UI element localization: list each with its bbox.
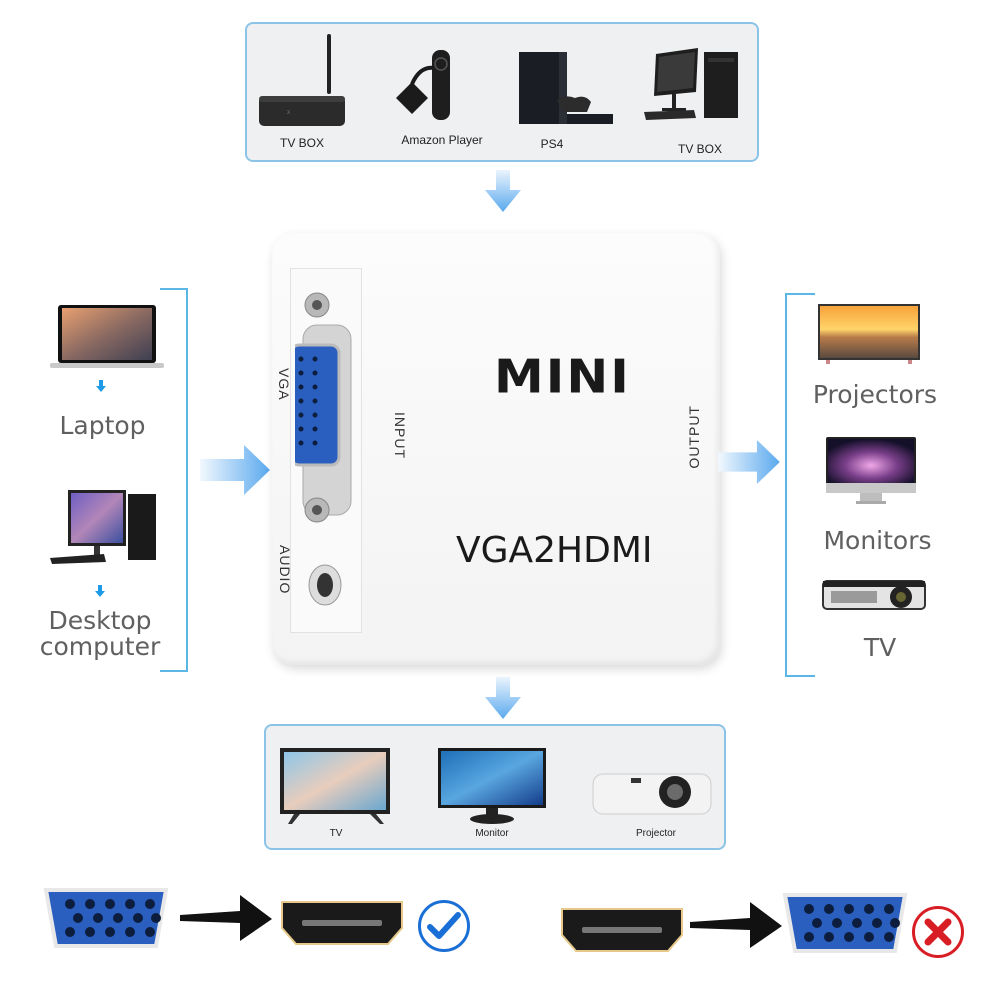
input-label-desktop-line1: Desktop [48, 606, 152, 635]
black-arrow-right-icon [180, 895, 272, 941]
vga-connector-icon [782, 893, 908, 953]
source-label-tv-box-2: TV BOX [677, 142, 722, 156]
outputs-bracket [785, 293, 815, 677]
input-label-desktop: Desktop computer [30, 606, 170, 662]
input-label-laptop: Laptop [59, 411, 146, 440]
source-label-amazon-player: Amazon Player [401, 133, 483, 147]
audio-port-label: AUDIO [277, 545, 293, 595]
tv-icon [280, 748, 390, 824]
arrow-down-icon [485, 677, 521, 719]
displays-panel: TV Monitor Projector [264, 724, 726, 850]
amazon-player-icon [396, 50, 450, 120]
inputs-bracket [160, 288, 188, 672]
desktop-computer-icon [50, 490, 156, 564]
input-port-label: INPUT [392, 412, 408, 459]
output-port-label: OUTPUT [686, 405, 702, 469]
projector-icon [592, 773, 712, 815]
vga-port-icon [295, 292, 352, 523]
model-label: VGA2HDMI [456, 530, 653, 571]
svg-text:X: X [287, 110, 291, 116]
input-label-desktop-line2: computer [39, 632, 161, 662]
source-label-ps4: PS4 [540, 137, 564, 151]
audio-jack-icon [308, 564, 342, 606]
flat-tv-icon [818, 304, 920, 364]
source-label-tv-box: TV BOX [279, 136, 324, 150]
supported-check-icon [418, 900, 470, 952]
hdmi-connector-icon [561, 908, 683, 952]
arrow-right-icon [718, 440, 780, 484]
vga-connector-icon [43, 888, 169, 948]
black-arrow-right-icon [690, 902, 782, 948]
sources-panel: X TV BOX Amazon Player PS4 TV BOX [245, 22, 759, 162]
laptop-icon [50, 305, 164, 368]
small-arrow-down-icon [96, 380, 106, 392]
tv-box-icon: X [259, 34, 345, 126]
display-label-projector: Projector [635, 828, 676, 839]
hdmi-connector-icon [281, 901, 403, 945]
output-label-tv: TV [863, 633, 897, 662]
ps4-icon [519, 52, 613, 124]
output-label-monitors: Monitors [823, 526, 932, 555]
display-label-monitor: Monitor [475, 828, 509, 839]
monitor-icon [438, 748, 546, 824]
output-label-projectors: Projectors [812, 380, 938, 409]
unsupported-cross-icon [912, 906, 964, 958]
arrow-right-icon [200, 445, 270, 495]
small-arrow-down-icon [95, 585, 105, 597]
arrow-down-icon [485, 170, 521, 212]
desktop-pc-icon [644, 48, 738, 120]
imac-monitor-icon [826, 437, 916, 504]
display-label-tv: TV [329, 828, 343, 839]
brand-label: MINI [494, 350, 631, 404]
projector-icon [822, 580, 926, 610]
vga-port-label: VGA [276, 368, 292, 401]
